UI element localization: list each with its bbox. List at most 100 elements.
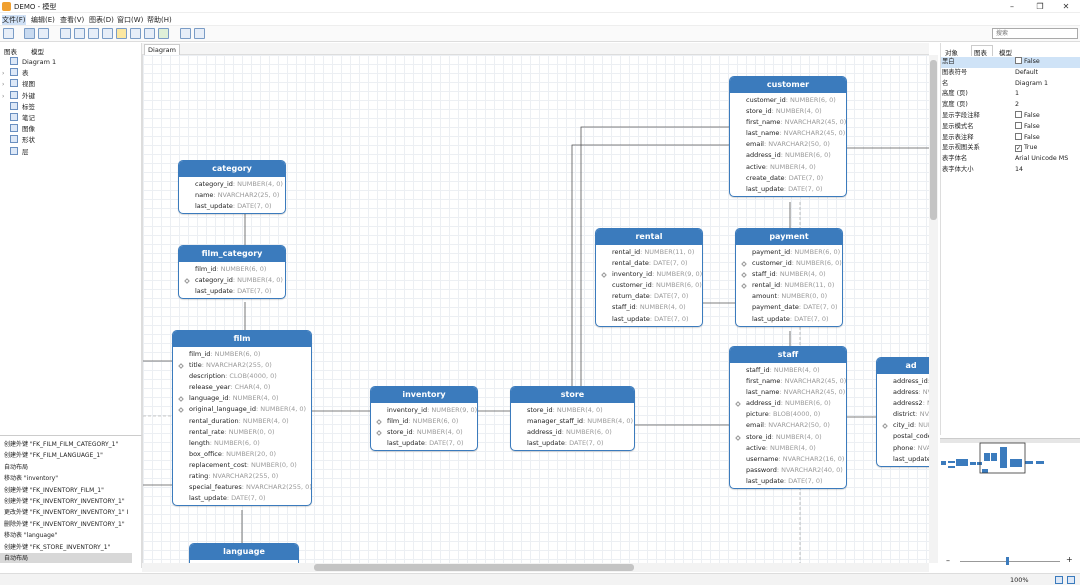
column-row[interactable]: length: NUMBER(6, 0) — [173, 438, 311, 449]
column-row[interactable]: email: NVARCHAR2(50, 0) — [730, 139, 846, 150]
table-header[interactable]: film — [173, 331, 311, 347]
column-row[interactable]: film_id: NUMBER(6, 0) — [173, 349, 311, 360]
column-row[interactable]: rental_id: NUMBER(11, 0) — [596, 247, 702, 258]
column-row[interactable]: password: NVARCHAR2(40, 0) — [730, 465, 846, 476]
table-language[interactable]: language — [189, 543, 299, 563]
menu-view[interactable]: 查看(V) — [60, 16, 85, 24]
column-row[interactable]: customer_id: NUMBER(6, 0) — [730, 95, 846, 106]
view-mode-icon[interactable] — [1055, 576, 1063, 584]
column-row[interactable]: address_id: NUMBER(6, 0) — [511, 427, 634, 438]
column-row[interactable]: language_id: NUMBER(4, 0) — [173, 393, 311, 404]
tab-model-props[interactable]: 模型 — [999, 49, 1012, 57]
table-header[interactable]: film_category — [179, 246, 285, 262]
history-item[interactable]: 更改外键 "FK_INVENTORY_INVENTORY_1" I — [4, 509, 129, 517]
column-row[interactable]: rental_rate: NUMBER(0, 0) — [173, 427, 311, 438]
column-row[interactable]: create_date: DATE(7, 0) — [730, 173, 846, 184]
zoom-slider[interactable] — [960, 561, 1060, 562]
column-row[interactable]: description: CLOB(4000, 0) — [173, 371, 311, 382]
property-value[interactable]: Arial Unicode MS — [1015, 154, 1068, 165]
tab-object[interactable]: 对象 — [945, 49, 958, 57]
column-row[interactable]: rental_date: DATE(7, 0) — [596, 258, 702, 269]
overview-minimap[interactable]: – + — [940, 438, 1080, 565]
layer-tool-icon[interactable] — [158, 28, 169, 39]
column-row[interactable]: release_year: CHAR(4, 0) — [173, 382, 311, 393]
column-row[interactable]: store_id: NUMBER(4, 0) — [730, 432, 846, 443]
checkbox-icon[interactable] — [1015, 57, 1022, 64]
property-value[interactable]: Diagram 1 — [1015, 79, 1048, 90]
column-row[interactable]: name: NVARCHAR2(25, 0) — [179, 190, 285, 201]
table-header[interactable]: customer — [730, 77, 846, 93]
shape-tool-icon[interactable] — [144, 28, 155, 39]
expand-icon[interactable]: › — [2, 92, 5, 100]
column-row[interactable]: username: NVARCHAR2(16, 0) — [730, 454, 846, 465]
new-table-icon[interactable] — [60, 28, 71, 39]
column-row[interactable]: last_update: DATE(7, 0) — [371, 438, 477, 449]
view-split-icon[interactable] — [1067, 576, 1075, 584]
column-row[interactable]: address_id: NU — [877, 376, 929, 387]
column-row[interactable]: city_id: NUN — [877, 420, 929, 431]
column-row[interactable]: last_update: DATE(7, 0) — [179, 201, 285, 212]
column-row[interactable]: first_name: NVARCHAR2(45, 0) — [730, 117, 846, 128]
image-tool-icon[interactable] — [130, 28, 141, 39]
column-row[interactable]: box_office: NUMBER(20, 0) — [173, 449, 311, 460]
property-value[interactable]: False — [1015, 57, 1040, 68]
column-row[interactable]: rental_duration: NUMBER(4, 0) — [173, 416, 311, 427]
menu-diagram[interactable]: 图表(D) — [89, 16, 114, 24]
column-row[interactable]: title: NVARCHAR2(255, 0) — [173, 360, 311, 371]
tree-item[interactable]: Diagram 1 — [10, 57, 56, 68]
new-view-icon[interactable] — [74, 28, 85, 39]
vertical-scrollbar[interactable] — [929, 55, 938, 563]
column-row[interactable]: rating: NVARCHAR2(255, 0) — [173, 471, 311, 482]
column-row[interactable]: active: NUMBER(4, 0) — [730, 162, 846, 173]
history-item[interactable]: 移动表 "inventory" — [4, 475, 58, 483]
column-row[interactable]: last_update: DATE(7, 0) — [730, 184, 846, 195]
tab-diagram-1[interactable]: Diagram 1 — [144, 44, 180, 64]
tab-diagram[interactable]: 图表 — [4, 48, 17, 56]
foreign-key-tool-icon[interactable] — [88, 28, 99, 39]
tab-model[interactable]: 模型 — [31, 48, 44, 56]
property-value[interactable]: Default — [1015, 68, 1038, 79]
column-row[interactable]: inventory_id: NUMBER(9, 0) — [596, 269, 702, 280]
column-row[interactable]: address2: NV — [877, 398, 929, 409]
tree-item[interactable]: 图像 — [10, 124, 35, 135]
property-value[interactable]: 14 — [1015, 165, 1023, 176]
text-tool-icon[interactable] — [102, 28, 113, 39]
column-row[interactable]: payment_id: NUMBER(6, 0) — [736, 247, 842, 258]
column-row[interactable]: address_id: NUMBER(6, 0) — [730, 398, 846, 409]
column-row[interactable]: staff_id: NUMBER(4, 0) — [736, 269, 842, 280]
tree-item[interactable]: 标签 — [10, 101, 35, 113]
column-row[interactable]: last_update: D — [877, 454, 929, 465]
column-row[interactable]: postal_code: V — [877, 431, 929, 442]
column-row[interactable]: customer_id: NUMBER(6, 0) — [596, 280, 702, 291]
column-row[interactable]: store_id: NUMBER(4, 0) — [371, 427, 477, 438]
column-row[interactable]: address: NV — [877, 387, 929, 398]
column-row[interactable]: original_language_id: NUMBER(4, 0) — [173, 404, 311, 415]
menu-help[interactable]: 帮助(H) — [147, 16, 172, 24]
column-row[interactable]: rental_id: NUMBER(11, 0) — [736, 280, 842, 291]
vertical-scroll-thumb[interactable] — [930, 60, 937, 220]
table-header[interactable]: ad — [877, 358, 929, 374]
history-item[interactable]: 创建外键 "FK_STORE_INVENTORY_1" — [4, 543, 111, 551]
column-row[interactable]: customer_id: NUMBER(6, 0) — [736, 258, 842, 269]
column-row[interactable]: payment_date: DATE(7, 0) — [736, 302, 842, 313]
property-value[interactable]: False — [1015, 132, 1040, 144]
column-row[interactable]: manager_staff_id: NUMBER(4, 0) — [511, 416, 634, 427]
history-item[interactable]: 移动表 "language" — [4, 532, 58, 540]
history-item[interactable]: 删除外键 "FK_INVENTORY_INVENTORY_1" — [4, 520, 125, 528]
column-row[interactable]: email: NVARCHAR2(50, 0) — [730, 420, 846, 431]
column-row[interactable]: district: NVA — [877, 409, 929, 420]
table-header[interactable]: language — [190, 544, 298, 560]
save-icon[interactable] — [3, 28, 14, 39]
property-value[interactable]: ✓True — [1015, 143, 1037, 154]
menu-edit[interactable]: 编辑(E) — [31, 16, 55, 24]
property-row[interactable]: 显示视图关系✓True — [941, 143, 1080, 154]
tree-item[interactable]: 层 — [10, 146, 29, 158]
